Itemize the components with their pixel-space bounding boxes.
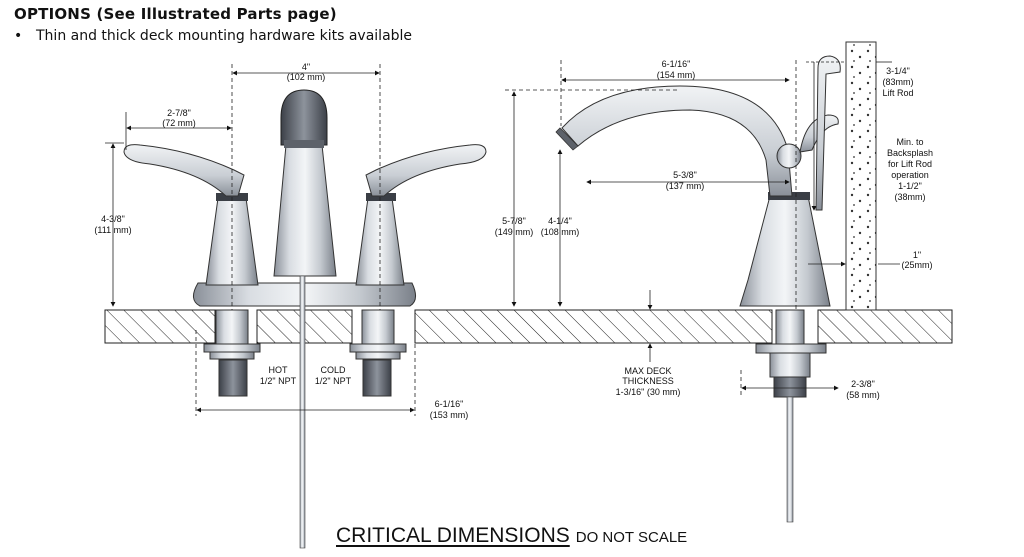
hot-thread: 1/2" NPT: [260, 376, 297, 386]
spout-reach-metric: (154 mm): [657, 70, 696, 80]
spout-height-metric: (108 mm): [541, 227, 580, 237]
lift-rod-label: Lift Rod: [882, 88, 913, 98]
lift-rod-metric: (83mm): [883, 77, 914, 87]
spacing-metric: (102 mm): [287, 72, 326, 82]
deck-label-1: MAX DECK: [624, 366, 671, 376]
backsplash-wall: [845, 41, 877, 311]
bullet-dot: •: [14, 28, 23, 44]
shank-width-imperial: 2-3/8": [851, 379, 875, 389]
handle-reach-imperial: 2-7/8": [167, 108, 191, 118]
clearance-imperial: 1": [913, 250, 921, 260]
lift-rod-imperial: 3-1/4": [886, 66, 910, 76]
options-bullet: • Thin and thick deck mounting hardware k…: [14, 28, 412, 44]
side-view-faucet: [555, 41, 877, 523]
total-height-imperial: 5-7/8": [502, 216, 526, 226]
side-view-dimensions: [505, 60, 900, 396]
options-title: OPTIONS (See Illustrated Parts page): [14, 5, 337, 23]
backsplash-line-2: Backsplash: [887, 148, 933, 158]
height-imperial: 4-3/8": [101, 214, 125, 224]
base-width-imperial: 6-1/16": [435, 399, 464, 409]
cold-label: COLD: [320, 365, 346, 375]
front-view-dimensions: [105, 64, 416, 416]
handle-reach-metric: (72 mm): [162, 118, 196, 128]
height-metric: (111 mm): [94, 225, 131, 235]
spout-height-imperial: 4-1/4": [548, 216, 572, 226]
front-view-faucet: [123, 89, 487, 549]
hot-label: HOT: [269, 365, 289, 375]
bullet-text: Thin and thick deck mounting hardware ki…: [36, 28, 413, 44]
shank-width-metric: (58 mm): [846, 390, 880, 400]
backsplash-line-4: operation: [891, 170, 929, 180]
total-height-metric: (149 mm): [495, 227, 534, 237]
backsplash-metric: (38mm): [895, 192, 926, 202]
deck-label-2: THICKNESS: [622, 376, 674, 386]
critical-dimensions-footer: CRITICAL DIMENSIONS DO NOT SCALE: [336, 524, 687, 548]
side-view-dimension-labels: 6-1/16" (154 mm) 5-3/8" (137 mm) 5-7/8" …: [495, 59, 933, 400]
critical-dimensions-title: CRITICAL DIMENSIONS: [336, 524, 570, 547]
spout-reach-inner-metric: (137 mm): [666, 181, 705, 191]
countertop-deck: [104, 309, 953, 344]
base-width-metric: (153 mm): [430, 410, 469, 420]
front-view-dimension-labels: 4" (102 mm) 2-7/8" (72 mm) 4-3/8" (111 m…: [94, 62, 468, 420]
deck-value: 1-3/16" (30 mm): [616, 387, 681, 397]
clearance-metric: (25mm): [902, 260, 933, 270]
spacing-imperial: 4": [302, 62, 310, 72]
do-not-scale-note: DO NOT SCALE: [575, 529, 688, 546]
backsplash-line-1: Min. to: [896, 137, 923, 147]
backsplash-imperial: 1-1/2": [898, 181, 922, 191]
cold-thread: 1/2" NPT: [315, 376, 352, 386]
spout-reach-imperial: 6-1/16": [662, 59, 691, 69]
spout-reach-inner-imperial: 5-3/8": [673, 170, 697, 180]
backsplash-line-3: for Lift Rod: [888, 159, 932, 169]
